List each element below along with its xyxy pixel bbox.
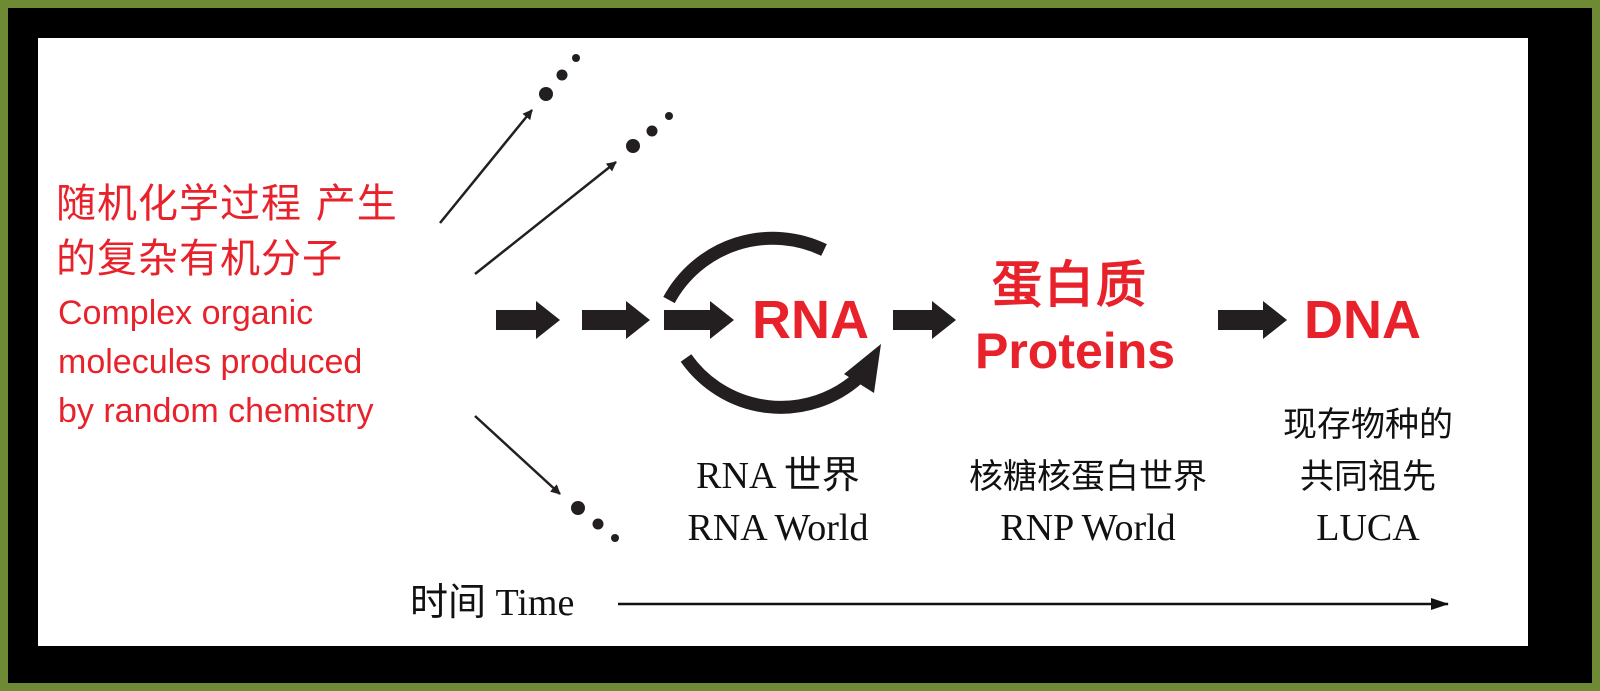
diagram-panel: 随机化学过程 产生 的复杂有机分子 Complex organic molecu… bbox=[38, 38, 1528, 646]
rna-world-cn-label: RNA 世界 bbox=[648, 450, 908, 503]
outer-frame: 随机化学过程 产生 的复杂有机分子 Complex organic molecu… bbox=[8, 8, 1592, 683]
luca-en-label: LUCA bbox=[1316, 507, 1420, 549]
rnp-world-cn-text: 核糖核蛋白世界 bbox=[969, 457, 1207, 497]
origin-title-cn-line2: 的复杂有机分子 bbox=[56, 236, 343, 282]
branch-arrow-middle bbox=[474, 112, 673, 275]
stage-dna-label: DNA bbox=[1304, 290, 1421, 350]
branch-arrow-upper bbox=[439, 54, 580, 224]
rna-cycle-icon bbox=[663, 231, 881, 414]
block-arrow-1 bbox=[496, 301, 560, 339]
main-path-arrows bbox=[496, 301, 1287, 339]
luca-cn-line2-text: 共同祖先 bbox=[1300, 457, 1436, 497]
stage-rna-label: RNA bbox=[752, 290, 869, 350]
rnp-world-en-label: RNP World bbox=[1000, 507, 1176, 549]
luca-cn-line1-text: 现存物种的 bbox=[1283, 405, 1453, 445]
block-arrow-4 bbox=[893, 301, 956, 339]
origin-title-en-line3: by random chemistry bbox=[58, 392, 374, 430]
origin-title-en-line2: molecules produced bbox=[58, 343, 363, 381]
block-arrow-5 bbox=[1218, 301, 1287, 339]
origin-title-cn-line1: 随机化学过程 产生 bbox=[56, 181, 398, 227]
time-axis-label: 时间 Time bbox=[410, 582, 575, 624]
luca-cn-line2-label: 共同祖先 bbox=[1238, 450, 1498, 504]
stage-protein-cn-label: 蛋白质 bbox=[992, 256, 1148, 314]
block-arrow-3 bbox=[664, 301, 734, 339]
block-arrow-2 bbox=[582, 301, 650, 339]
rnp-world-cn-label: 核糖核蛋白世界 bbox=[918, 450, 1258, 504]
luca-cn-line1-label: 现存物种的 bbox=[1238, 398, 1498, 452]
rna-world-cn-text: RNA 世界 bbox=[696, 455, 860, 497]
origin-title-en-line1: Complex organic bbox=[58, 294, 314, 332]
rna-world-en-label: RNA World bbox=[687, 507, 869, 549]
stage-protein-en-label: Proteins bbox=[975, 323, 1176, 379]
diagram-graphics bbox=[439, 54, 1449, 610]
branch-arrow-lower bbox=[474, 415, 619, 542]
